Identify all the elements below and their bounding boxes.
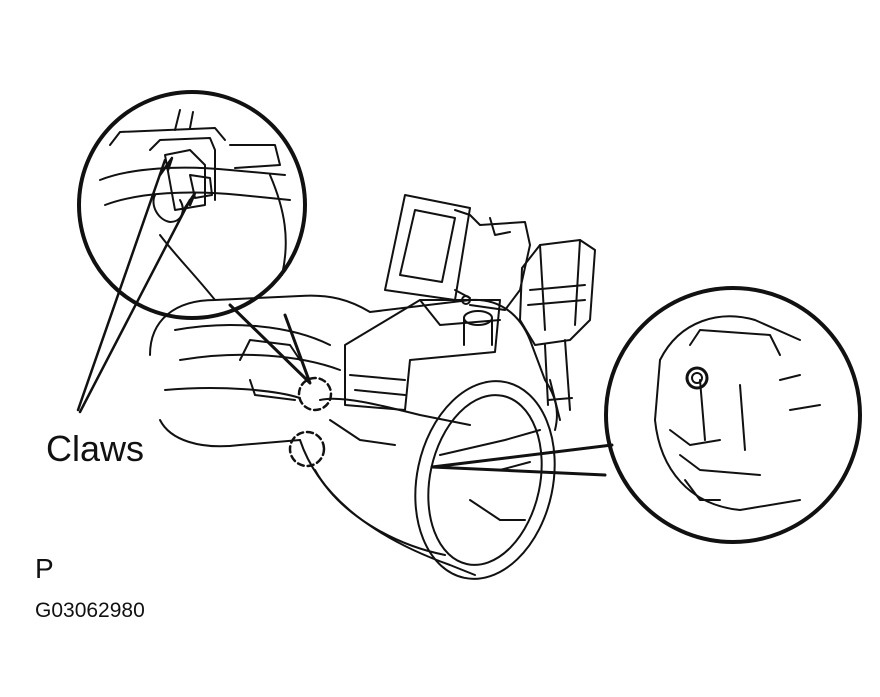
view-marker-label: P	[35, 553, 54, 584]
socket-detail-magnifier	[430, 286, 862, 544]
claw-marker-lower	[288, 430, 326, 468]
column-shroud	[149, 294, 558, 580]
figure-code-label: G03062980	[35, 599, 145, 622]
harness-connector	[519, 239, 596, 421]
claw-marker-upper	[297, 376, 333, 412]
claw-detail-magnifier	[77, 90, 312, 385]
switch-bracket	[384, 194, 531, 311]
claws-label: Claws	[46, 428, 145, 469]
claws-leader-lines	[76, 156, 197, 414]
